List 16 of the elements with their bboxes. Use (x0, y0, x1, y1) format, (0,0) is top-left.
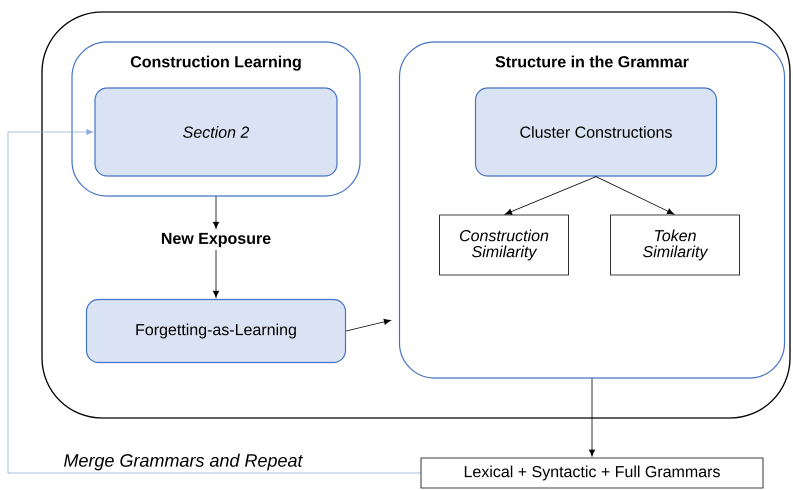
arrow (596, 176, 674, 214)
process-box: Section 2 (94, 87, 338, 177)
edge-label: Merge Grammars and Repeat (62, 452, 304, 472)
arrow (8, 129, 421, 474)
result-box: Lexical + Syntactic + Full Grammars (420, 458, 764, 488)
step-label: New Exposure (162, 232, 271, 248)
result-box: Construction Similarity (439, 214, 569, 276)
arrow (589, 378, 595, 456)
arrow (213, 250, 219, 298)
arrow (346, 318, 391, 332)
outer-frame (41, 11, 791, 419)
process-box: Cluster Constructions (474, 87, 718, 177)
arrow (504, 176, 596, 214)
process-box: Forgetting-as-Learning (86, 298, 346, 364)
result-box: Token Similarity (610, 214, 740, 276)
arrow (213, 196, 219, 229)
